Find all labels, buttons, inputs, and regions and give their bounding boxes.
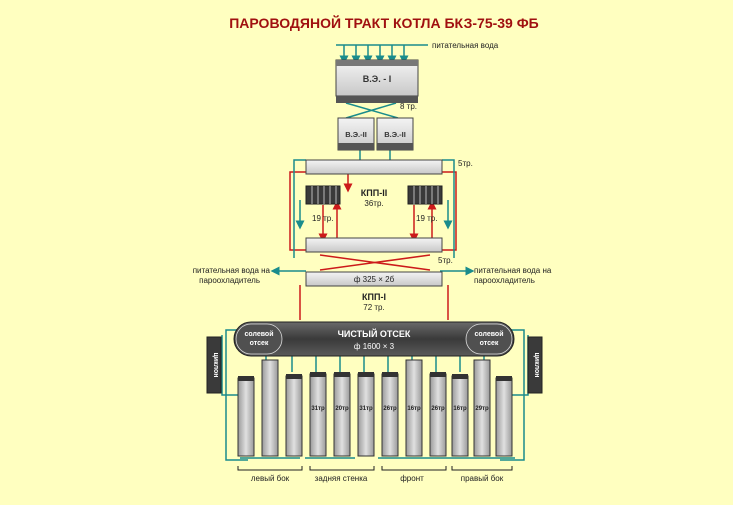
- panel-right-3: [495, 377, 513, 457]
- panel-left-3: [285, 375, 303, 457]
- diagram-title: ПАРОВОДЯНОЙ ТРАКТ КОТЛА БКЗ-75-39 ФБ: [229, 14, 539, 31]
- salt-right-label-2: отсек: [480, 340, 499, 347]
- ve1-label: В.Э. - I: [363, 74, 391, 84]
- panel-label-3: 31тр: [359, 406, 373, 412]
- kpp2-pipes-label: 36тр.: [364, 199, 383, 208]
- panel-label-4: 26тр: [383, 406, 397, 412]
- superheater-1: ф 325 × 2б КПП-I 72 тр.: [305, 271, 443, 312]
- panel-right-1: [451, 375, 469, 457]
- cyclone-left-label: циклон: [212, 352, 219, 377]
- steam-pipes: [289, 170, 457, 320]
- economizer-2-left: В.Э.-II: [337, 117, 375, 151]
- panel-back-1: [309, 373, 327, 457]
- superheater-2: КПП-II 36тр.: [305, 159, 443, 253]
- cyclone-left: циклон: [206, 336, 222, 394]
- kpp2-label: КПП-II: [361, 188, 387, 198]
- desuperheater-right-label-2: пароохладитель: [474, 276, 535, 285]
- panel-right-2: [473, 359, 491, 457]
- panel-left-2: [261, 359, 279, 457]
- panel-label-5: 16тр: [407, 406, 421, 412]
- ve2-left-label: В.Э.-II: [345, 130, 367, 139]
- panel-labels: 31тр 20тр 31тр 26тр 16тр 26тр 16тр 29тр: [311, 406, 489, 412]
- panel-label-8: 29тр: [475, 406, 489, 412]
- group-back-label: задняя стенка: [315, 474, 368, 483]
- feedwater-label: питательная вода: [432, 41, 499, 50]
- pipes-19-left-label: 19 тр.: [312, 214, 333, 223]
- cyclone-right: циклон: [527, 336, 543, 394]
- desuperheater-left-label-1: питательная вода на: [193, 266, 271, 275]
- drum-dimension-label: ф 1600 × 3: [354, 342, 395, 351]
- economizer-2-right: В.Э.-II: [376, 117, 414, 151]
- boiler-drum: солевой отсек ЧИСТЫЙ ОТСЕК ф 1600 × 3 со…: [233, 321, 515, 357]
- desuperheater-left-label-2: пароохладитель: [199, 276, 260, 285]
- kpp2-bypass: [293, 159, 455, 258]
- panel-label-7: 16тр: [453, 406, 467, 412]
- clean-compartment-label: ЧИСТЫЙ ОТСЕК: [338, 328, 411, 339]
- collector-label: ф 325 × 2б: [354, 275, 395, 284]
- panel-label-6: 26тр: [431, 406, 445, 412]
- group-brackets: [237, 466, 513, 471]
- panel-back-2: [333, 373, 351, 457]
- salt-right-label-1: солевой: [474, 330, 503, 338]
- pipes-19-right-label: 19 тр.: [416, 214, 437, 223]
- cyclone-right-label: циклон: [533, 352, 540, 377]
- kpp1-label: КПП-I: [362, 292, 386, 302]
- panel-front-1: [381, 373, 399, 457]
- group-right-label: правый бок: [461, 474, 504, 483]
- ve2-right-label: В.Э.-II: [384, 130, 406, 139]
- panel-left-1: [237, 377, 255, 457]
- pipes-8-label: 8 тр.: [400, 102, 417, 111]
- panel-label-2: 20тр: [335, 406, 349, 412]
- panel-front-3: [429, 373, 447, 457]
- desuperheater-right-label-1: питательная вода на: [474, 266, 552, 275]
- group-front-label: фронт: [400, 474, 424, 483]
- panel-label-1: 31тр: [311, 406, 325, 412]
- pipes-5-top-label: 5тр.: [458, 159, 473, 168]
- economizer-1: В.Э. - I: [335, 59, 419, 103]
- screen-panels: [237, 359, 513, 457]
- pipes-5-bottom-label: 5тр.: [438, 256, 453, 265]
- salt-left-label-1: солевой: [244, 330, 273, 338]
- panel-front-2: [405, 359, 423, 457]
- panel-back-3: [357, 373, 375, 457]
- kpp1-pipes-label: 72 тр.: [363, 303, 384, 312]
- group-left-label: левый бок: [251, 474, 290, 483]
- salt-left-label-2: отсек: [250, 340, 269, 347]
